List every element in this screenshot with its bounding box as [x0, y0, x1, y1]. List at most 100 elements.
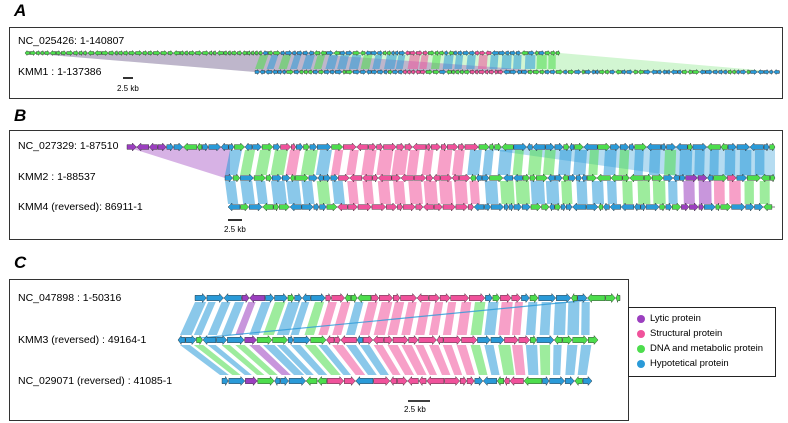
- gene-arrow: [483, 375, 497, 387]
- gene-arrow: [645, 202, 660, 212]
- homology-band: [648, 150, 661, 175]
- gene-arrow: [610, 142, 620, 152]
- gene-arrow: [528, 50, 535, 56]
- gene-arrow: [356, 334, 363, 346]
- gene-arrow: [320, 50, 327, 56]
- homology-band: [360, 55, 373, 69]
- gene-arrow: [705, 69, 714, 75]
- gene-arrow: [402, 202, 416, 212]
- gene-arrow: [489, 142, 495, 152]
- legend-label: DNA and metabolic protein: [650, 343, 764, 354]
- gene-arrow: [400, 173, 414, 183]
- gene-arrow: [254, 68, 260, 76]
- gene-arrow: [732, 68, 737, 76]
- gene-arrow: [242, 49, 247, 57]
- gene-arrow: [626, 69, 633, 75]
- gene-arrow: [94, 50, 102, 56]
- gene-arrow: [760, 173, 770, 183]
- homology-band: [240, 150, 256, 175]
- dna-swatch: [637, 344, 645, 353]
- gene-arrow: [391, 49, 396, 57]
- gene-arrow: [258, 49, 263, 57]
- panel-b-track-3-label: KMM4 (reversed): 86911-1: [18, 201, 143, 213]
- homology-band: [313, 55, 326, 69]
- gene-arrow: [44, 49, 50, 57]
- gene-arrow: [337, 202, 348, 212]
- gene-arrow: [513, 202, 522, 212]
- gene-arrow: [534, 49, 539, 57]
- gene-arrow: [288, 375, 306, 387]
- gene-arrow: [206, 292, 224, 304]
- gene-arrow: [415, 68, 421, 76]
- gene-arrow: [520, 50, 529, 56]
- gene-arrow: [30, 50, 37, 56]
- gene-arrow: [477, 334, 491, 346]
- gene-arrow: [703, 202, 716, 212]
- gene-arrow: [273, 142, 281, 152]
- gene-arrow: [619, 142, 630, 152]
- homology-band: [498, 345, 515, 375]
- homology-band: [498, 302, 513, 335]
- homology-band: [300, 150, 318, 175]
- gene-arrow: [241, 292, 250, 304]
- gene-arrow: [687, 68, 693, 76]
- homology-band: [235, 302, 256, 335]
- gene-arrow: [371, 50, 378, 56]
- gene-arrow: [433, 202, 443, 212]
- homology-band: [530, 181, 546, 204]
- homology-band: [664, 150, 677, 175]
- homology-band: [193, 345, 241, 375]
- gene-arrow: [414, 173, 427, 183]
- homology-band: [456, 302, 472, 335]
- gene-arrow: [313, 50, 321, 56]
- homology-band: [553, 345, 562, 375]
- gene-arrow: [223, 49, 228, 57]
- gene-arrow: [490, 202, 504, 212]
- gene-arrow: [194, 292, 207, 304]
- homology-band: [454, 181, 468, 204]
- homology-band: [489, 55, 499, 69]
- homology-band: [347, 181, 359, 204]
- gene-arrow: [416, 292, 429, 304]
- gene-arrow: [522, 173, 530, 183]
- homology-band: [337, 55, 350, 69]
- homology-band: [713, 181, 725, 204]
- homology-band: [456, 345, 475, 375]
- homology-band: [393, 181, 406, 204]
- gene-arrow: [373, 375, 391, 387]
- gene-arrow: [692, 69, 700, 75]
- homology-band: [270, 181, 288, 204]
- homology-band: [501, 55, 512, 69]
- homology-band: [315, 150, 332, 175]
- gene-arrow: [274, 292, 288, 304]
- homology-band: [500, 181, 515, 204]
- gene-arrow: [566, 202, 573, 212]
- gene-arrow: [313, 68, 319, 76]
- homology-band: [415, 302, 431, 335]
- gene-arrow: [287, 292, 295, 304]
- homology-band: [290, 345, 328, 375]
- homology-band: [221, 345, 265, 375]
- homology-band: [249, 345, 291, 375]
- lytic-swatch: [637, 314, 645, 323]
- panel-a-letter: A: [14, 1, 27, 20]
- gene-arrow: [485, 68, 489, 76]
- gene-arrow: [508, 202, 514, 212]
- gene-arrow: [659, 202, 666, 212]
- homology-band: [423, 181, 438, 204]
- gene-arrow: [310, 292, 326, 304]
- gene-arrow: [644, 173, 652, 183]
- homology-band: [406, 150, 420, 175]
- gene-arrow: [49, 50, 56, 56]
- gene-arrow: [252, 142, 262, 152]
- homology-band: [513, 55, 522, 69]
- gene-arrow: [582, 375, 593, 387]
- homology-band: [301, 55, 315, 69]
- gene-arrow: [208, 142, 221, 152]
- gene-arrow: [504, 376, 510, 386]
- gene-arrow: [293, 334, 311, 346]
- gene-arrow: [485, 50, 492, 56]
- homology-band: [372, 55, 383, 69]
- homology-band: [276, 302, 300, 335]
- panel-c-letter: C: [14, 253, 27, 272]
